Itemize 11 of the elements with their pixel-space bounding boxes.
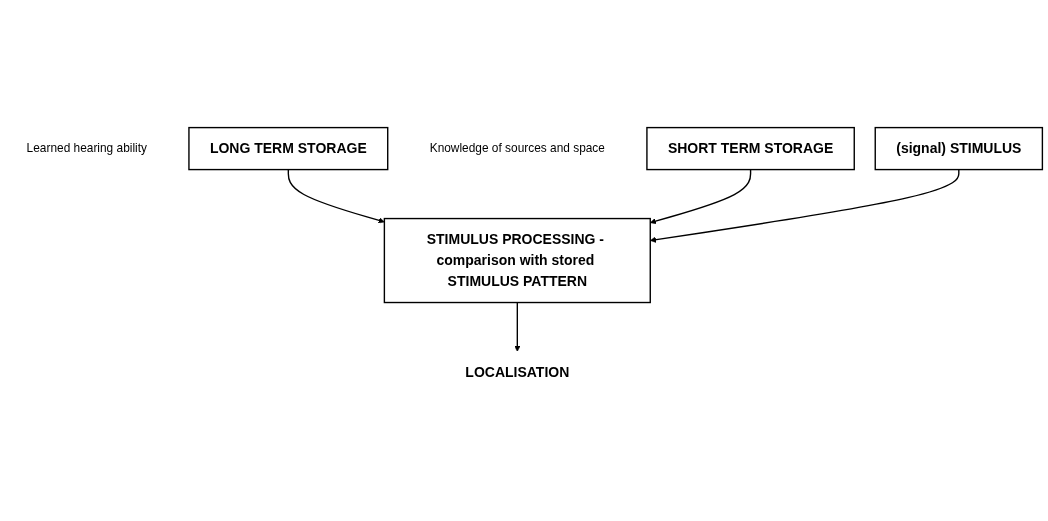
arrow xyxy=(514,301,521,352)
node-box: STIMULUS PROCESSING - comparison with stored STIMULUS PATTERN xyxy=(383,217,651,304)
arrow xyxy=(650,168,960,243)
node-box: LONG TERM STORAGE xyxy=(188,126,389,171)
node-label: Learned hearing ability xyxy=(26,141,147,156)
node-label: Knowledge of sources and space xyxy=(429,141,605,156)
arrow xyxy=(650,168,752,225)
arrow xyxy=(287,168,385,224)
node-text: LOCALISATION xyxy=(465,364,570,381)
node-box: SHORT TERM STORAGE xyxy=(646,126,855,171)
node-box: (signal) STIMULUS xyxy=(874,126,1044,171)
